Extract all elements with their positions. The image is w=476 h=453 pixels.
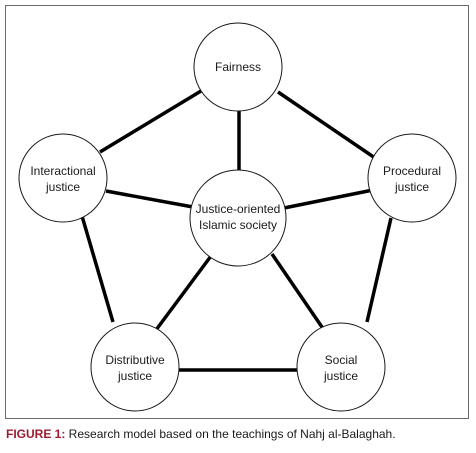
edge-fairness-procedural xyxy=(277,90,379,162)
edge-procedural-social xyxy=(365,217,393,323)
edge-distributive-interactional xyxy=(80,215,115,323)
node-distributive-circle xyxy=(90,322,180,412)
node-fairness-circle xyxy=(193,22,283,112)
node-procedural-line1: Procedural xyxy=(382,164,442,178)
node-procedural-line2: justice xyxy=(394,180,429,194)
figure-caption: FIGURE 1: Research model based on the te… xyxy=(6,427,396,441)
node-interactional-line1: Interactional xyxy=(30,164,96,178)
node-interactional-line2: justice xyxy=(45,180,80,194)
node-center-line1: Justice-oriented xyxy=(195,202,281,216)
node-center-line2: Islamic society xyxy=(198,218,278,232)
node-procedural-label: Procedural justice xyxy=(357,163,467,195)
edge-interactional-fairness xyxy=(99,89,202,154)
edge-distributive-center xyxy=(154,254,213,332)
node-social-label: Social justice xyxy=(286,352,396,384)
node-social-line2: justice xyxy=(323,369,358,383)
figure-caption-text: Research model based on the teachings of… xyxy=(65,427,396,441)
node-fairness-line1: Fairness xyxy=(214,60,261,74)
node-interactional-circle xyxy=(18,133,108,223)
node-social-line1: Social xyxy=(324,353,358,367)
node-procedural-circle xyxy=(367,133,457,223)
figure-caption-label: FIGURE 1: xyxy=(6,427,66,441)
node-distributive-label: Distributive justice xyxy=(80,352,190,384)
node-distributive-line2: justice xyxy=(117,369,152,383)
node-fairness-label: Fairness xyxy=(183,59,293,75)
edge-interactional-center xyxy=(105,189,194,209)
node-interactional-label: Interactional justice xyxy=(8,163,118,195)
node-center-label: Justice-oriented Islamic society xyxy=(183,201,293,233)
node-center-circle xyxy=(189,169,287,267)
node-distributive-line1: Distributive xyxy=(105,353,165,367)
edge-social-center xyxy=(270,253,326,331)
edge-procedural-center xyxy=(283,188,374,210)
node-social-circle xyxy=(296,322,386,412)
